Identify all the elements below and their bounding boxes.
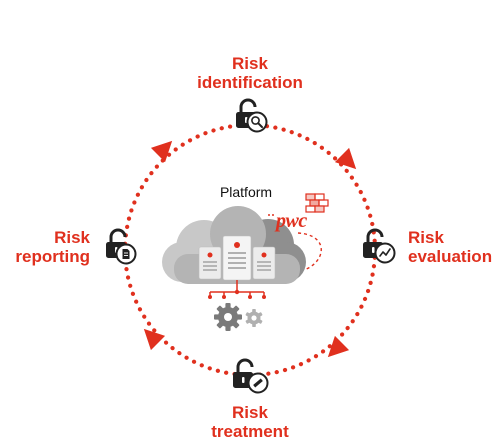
stage-label-risk-treatment: Risk treatment [190,403,310,441]
cycle-arrow-bottom-right [327,335,350,358]
brand-connector [297,232,322,271]
cycle-arrow-top-right [334,147,357,170]
cycle-arrow-bottom-left [143,328,166,351]
stage-label-line: Risk [232,54,268,73]
brand-logo-text: pwc [276,210,307,232]
trend-chart-icon [374,242,396,264]
stage-label-line: treatment [211,422,289,441]
platform-title: Platform [219,184,273,200]
stage-label-line: Risk [408,228,444,247]
stage-label-risk-evaluation: Risk evaluation [408,228,500,266]
network-connector [208,280,266,299]
stage-label-line: evaluation [408,247,493,266]
cycle-arrow-top-left [150,140,173,163]
stage-label-line: identification [197,73,303,92]
stage-label-line: Risk [54,228,90,247]
stage-label-line: Risk [232,403,268,422]
pencil-icon [247,372,269,394]
stage-label-line: reporting [15,247,90,266]
document-icon [115,243,137,265]
brand-logo-blocks [305,193,329,213]
server-icon [198,235,276,281]
stage-label-risk-reporting: Risk reporting [0,228,90,266]
gear-icon [214,303,263,331]
magnifier-icon [246,111,268,133]
stage-label-risk-identification: Risk identification [170,54,330,92]
